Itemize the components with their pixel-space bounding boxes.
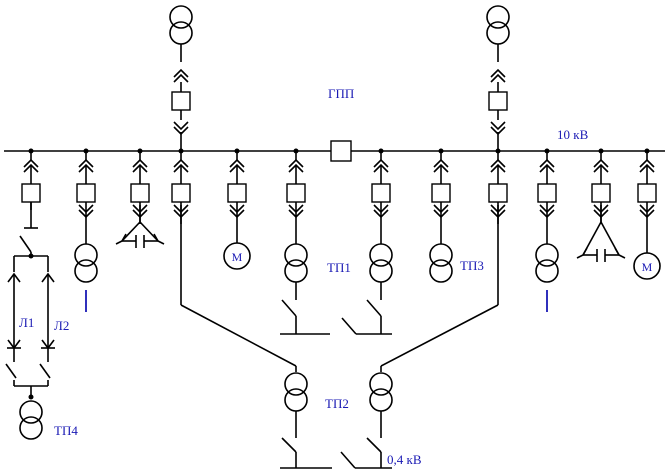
motor-label: М bbox=[232, 250, 243, 264]
label-l2: Л2 bbox=[54, 318, 69, 333]
plug-connector-icon bbox=[433, 158, 449, 168]
feeder-tp2-left bbox=[180, 205, 332, 469]
plug-connector-icon bbox=[132, 158, 148, 168]
feeder-motor-2: М bbox=[633, 252, 661, 280]
breaker-icon bbox=[130, 183, 150, 203]
breaker-icon bbox=[591, 183, 611, 203]
breaker-icon bbox=[637, 183, 657, 203]
plug-connector-icon bbox=[539, 158, 555, 168]
breaker-icon bbox=[431, 183, 451, 203]
label-gpp: ГПП bbox=[328, 86, 354, 101]
breaker-icon bbox=[227, 183, 247, 203]
feeder-tp3 bbox=[429, 243, 453, 283]
breaker-icon bbox=[488, 91, 508, 111]
motor-icon bbox=[223, 242, 251, 270]
feeder-tp1-right bbox=[341, 243, 393, 335]
feeder-transformer-1 bbox=[74, 243, 98, 312]
plug-connector-icon bbox=[593, 158, 609, 168]
plug-connector-icon bbox=[229, 158, 245, 168]
plug-connector-icon bbox=[173, 158, 189, 168]
feeder-transformer-2 bbox=[535, 243, 559, 312]
motor-icon bbox=[633, 252, 661, 280]
label-l1: Л1 bbox=[19, 315, 34, 330]
plug-connector-icon bbox=[23, 158, 39, 168]
breaker-icon bbox=[171, 183, 191, 203]
bus-section-breaker-icon bbox=[330, 140, 352, 162]
breaker-icon bbox=[488, 183, 508, 203]
label-tp4: ТП4 bbox=[54, 423, 78, 438]
breaker-icon bbox=[76, 183, 96, 203]
breaker-icon bbox=[171, 91, 191, 111]
feeder-tp4 bbox=[5, 205, 55, 440]
breaker-icon bbox=[537, 183, 557, 203]
label-tp2: ТП2 bbox=[325, 396, 349, 411]
incoming-feeder-left bbox=[169, 5, 193, 151]
breaker-icon bbox=[21, 183, 41, 203]
label-tp3: ТП3 bbox=[460, 258, 484, 273]
plug-connector-icon bbox=[490, 158, 506, 168]
plug-connector-icon bbox=[373, 158, 389, 168]
feeder-tp1-left bbox=[280, 243, 330, 335]
feeder-capacitor-2 bbox=[576, 205, 626, 262]
feeder-motor-1: М bbox=[223, 242, 251, 270]
outgoing-feeders bbox=[21, 148, 657, 253]
label-tp1: ТП1 bbox=[327, 260, 351, 275]
plug-connector-icon bbox=[288, 158, 304, 168]
plug-connector-icon bbox=[78, 158, 94, 168]
plug-connector-icon bbox=[639, 158, 655, 168]
incoming-feeder-right bbox=[486, 5, 510, 151]
motor-label: М bbox=[642, 260, 653, 274]
breaker-icon bbox=[371, 183, 391, 203]
breaker-icon bbox=[286, 183, 306, 203]
feeder-capacitor-1 bbox=[115, 205, 165, 248]
feeder-tp2-right bbox=[340, 205, 499, 469]
label-voltage-04kv: 0,4 кВ bbox=[387, 452, 422, 467]
label-voltage-10kv: 10 кВ bbox=[557, 127, 589, 142]
